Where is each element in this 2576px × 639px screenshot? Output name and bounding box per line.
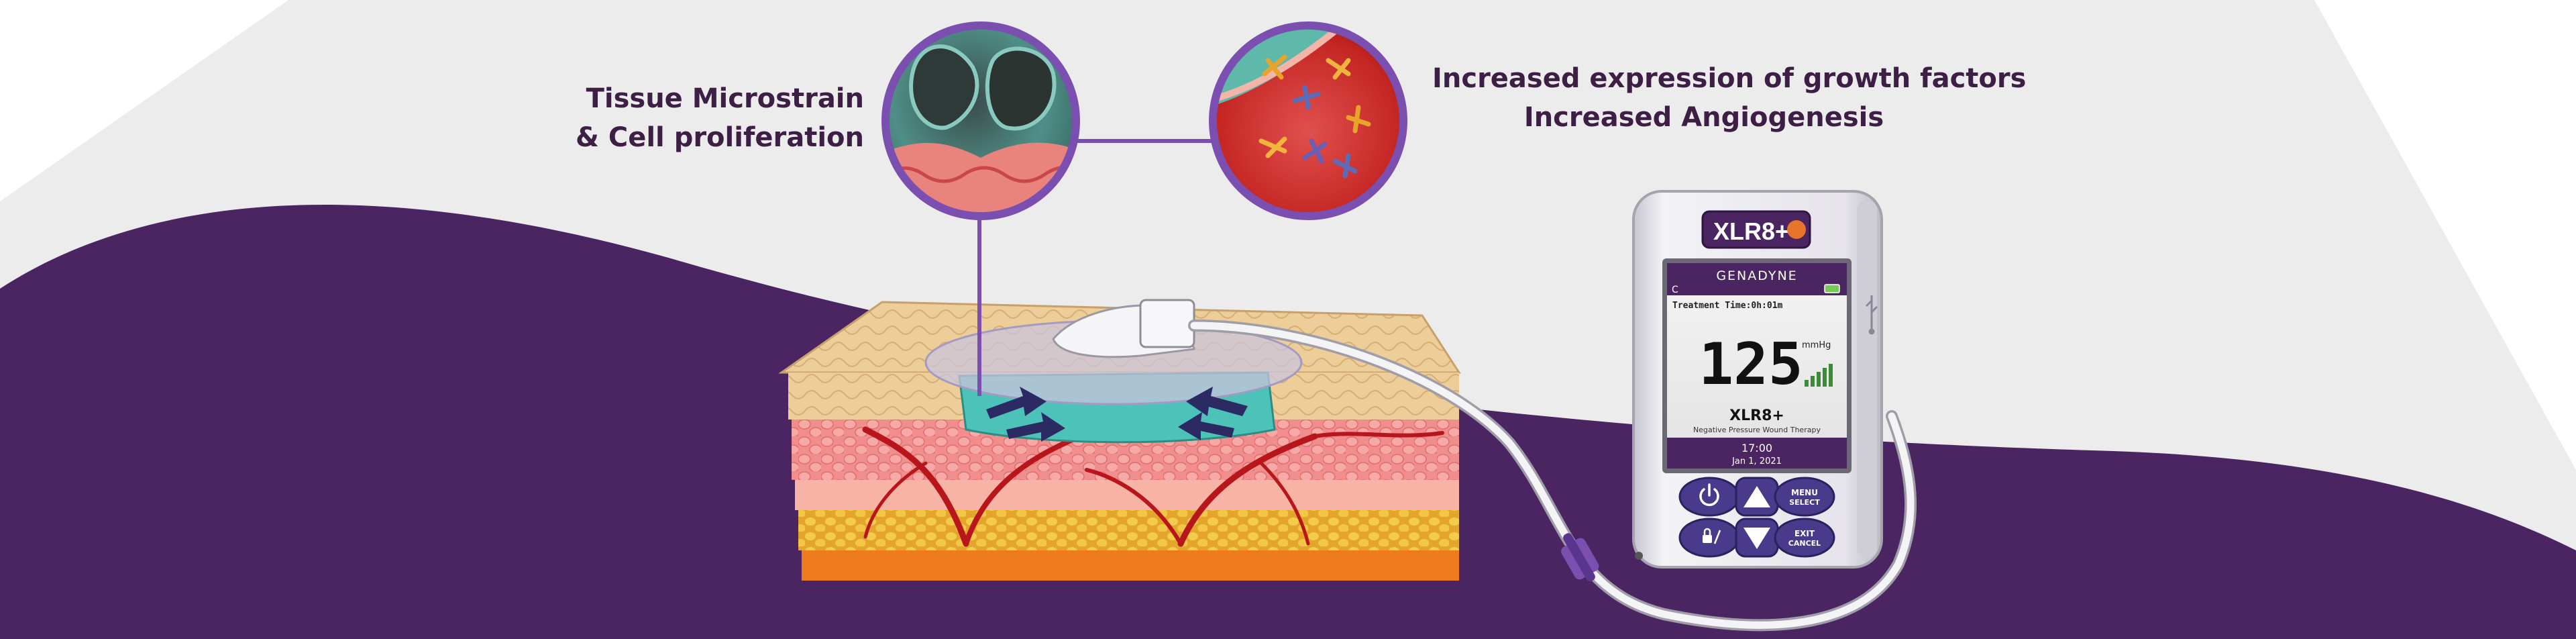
fat-layer xyxy=(798,510,1459,550)
screen-brand: GENADYNE xyxy=(1716,268,1797,283)
screen-mode-indicator: C xyxy=(1672,285,1678,295)
device-logo-text: XLR8+ xyxy=(1713,217,1789,245)
fascia-layer xyxy=(795,480,1459,510)
growth-factors-label-line-1: Increased expression of growth factors xyxy=(1432,63,2027,94)
suction-tubing-highlight xyxy=(1190,322,1915,629)
treatment-time: Treatment Time:0h:01m xyxy=(1672,301,1783,311)
power-icon xyxy=(1699,483,1719,506)
tubing-connector xyxy=(1139,299,1195,348)
logo-plus-badge xyxy=(1787,220,1806,239)
menu-label: MENU xyxy=(1791,488,1818,497)
lock-icon xyxy=(1703,528,1721,544)
device-port xyxy=(1635,552,1643,560)
blood-vessels xyxy=(862,426,1444,547)
device-side-edge xyxy=(1857,201,1877,557)
microstrain-label-line-1: Tissue Microstrain xyxy=(586,83,864,114)
growth-factors-label-line-2: Increased Angiogenesis xyxy=(1523,102,1884,133)
flow-arrows xyxy=(986,387,1248,442)
screen-date: Jan 1, 2021 xyxy=(1731,456,1782,466)
muscle-layer xyxy=(802,550,1459,581)
down-button[interactable] xyxy=(1735,518,1779,558)
device-logo-plate xyxy=(1701,210,1811,249)
growth-factors-label: Increased expression of growth factors I… xyxy=(1432,59,2027,137)
tubing-clamp xyxy=(1561,533,1599,582)
screen-header-bar xyxy=(1667,263,1847,295)
power-button[interactable] xyxy=(1678,477,1740,517)
screen-footer-bar xyxy=(1667,438,1847,469)
cancel-label: CANCEL xyxy=(1788,539,1821,548)
xlr8-device: XLR8+ GENADYNE C Treatment Time:0h:01m 1… xyxy=(1632,190,1883,569)
usb-icon xyxy=(1865,295,1878,335)
exit-label: EXIT xyxy=(1794,529,1815,538)
screen xyxy=(1667,263,1847,469)
microstrain-label-line-2: & Cell proliferation xyxy=(576,122,864,153)
microstrain-callout-circle xyxy=(881,21,1080,220)
battery-icon xyxy=(1824,284,1840,293)
select-label: SELECT xyxy=(1789,498,1820,507)
angiogenesis-callout-circle xyxy=(1209,21,1407,220)
tissue-block xyxy=(778,299,1461,581)
pressure-unit: mmHg xyxy=(1802,340,1831,350)
pressure-value: 125 xyxy=(1699,331,1803,398)
microstrain-label: Tissue Microstrain & Cell proliferation xyxy=(576,79,864,157)
screen-subtitle: Negative Pressure Wound Therapy xyxy=(1693,426,1821,434)
lock-button[interactable] xyxy=(1678,518,1740,558)
screen-time: 17:00 xyxy=(1741,442,1772,454)
menu-select-button[interactable]: MENU SELECT xyxy=(1774,477,1835,517)
up-arrow-icon xyxy=(1743,486,1770,507)
exit-cancel-button[interactable]: EXIT CANCEL xyxy=(1774,518,1835,558)
signal-bars-icon xyxy=(1805,364,1833,387)
down-arrow-icon xyxy=(1743,528,1770,549)
screen-model: XLR8+ xyxy=(1729,407,1784,424)
up-button[interactable] xyxy=(1735,477,1779,517)
